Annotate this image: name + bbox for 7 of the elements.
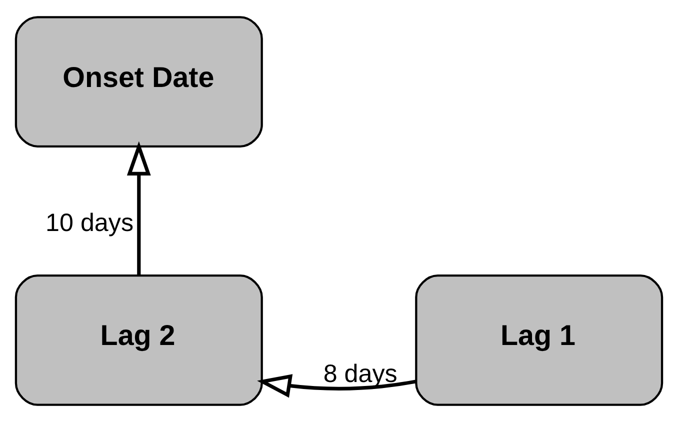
arrow: [257, 374, 416, 398]
node-box: Lag 1: [415, 274, 664, 406]
arrow: [126, 140, 151, 275]
edge-label: 8 days: [323, 359, 398, 388]
edge-label: 10 days: [46, 208, 134, 237]
node-box: Onset Date: [14, 16, 263, 147]
node-box: Lag 2: [14, 274, 263, 406]
